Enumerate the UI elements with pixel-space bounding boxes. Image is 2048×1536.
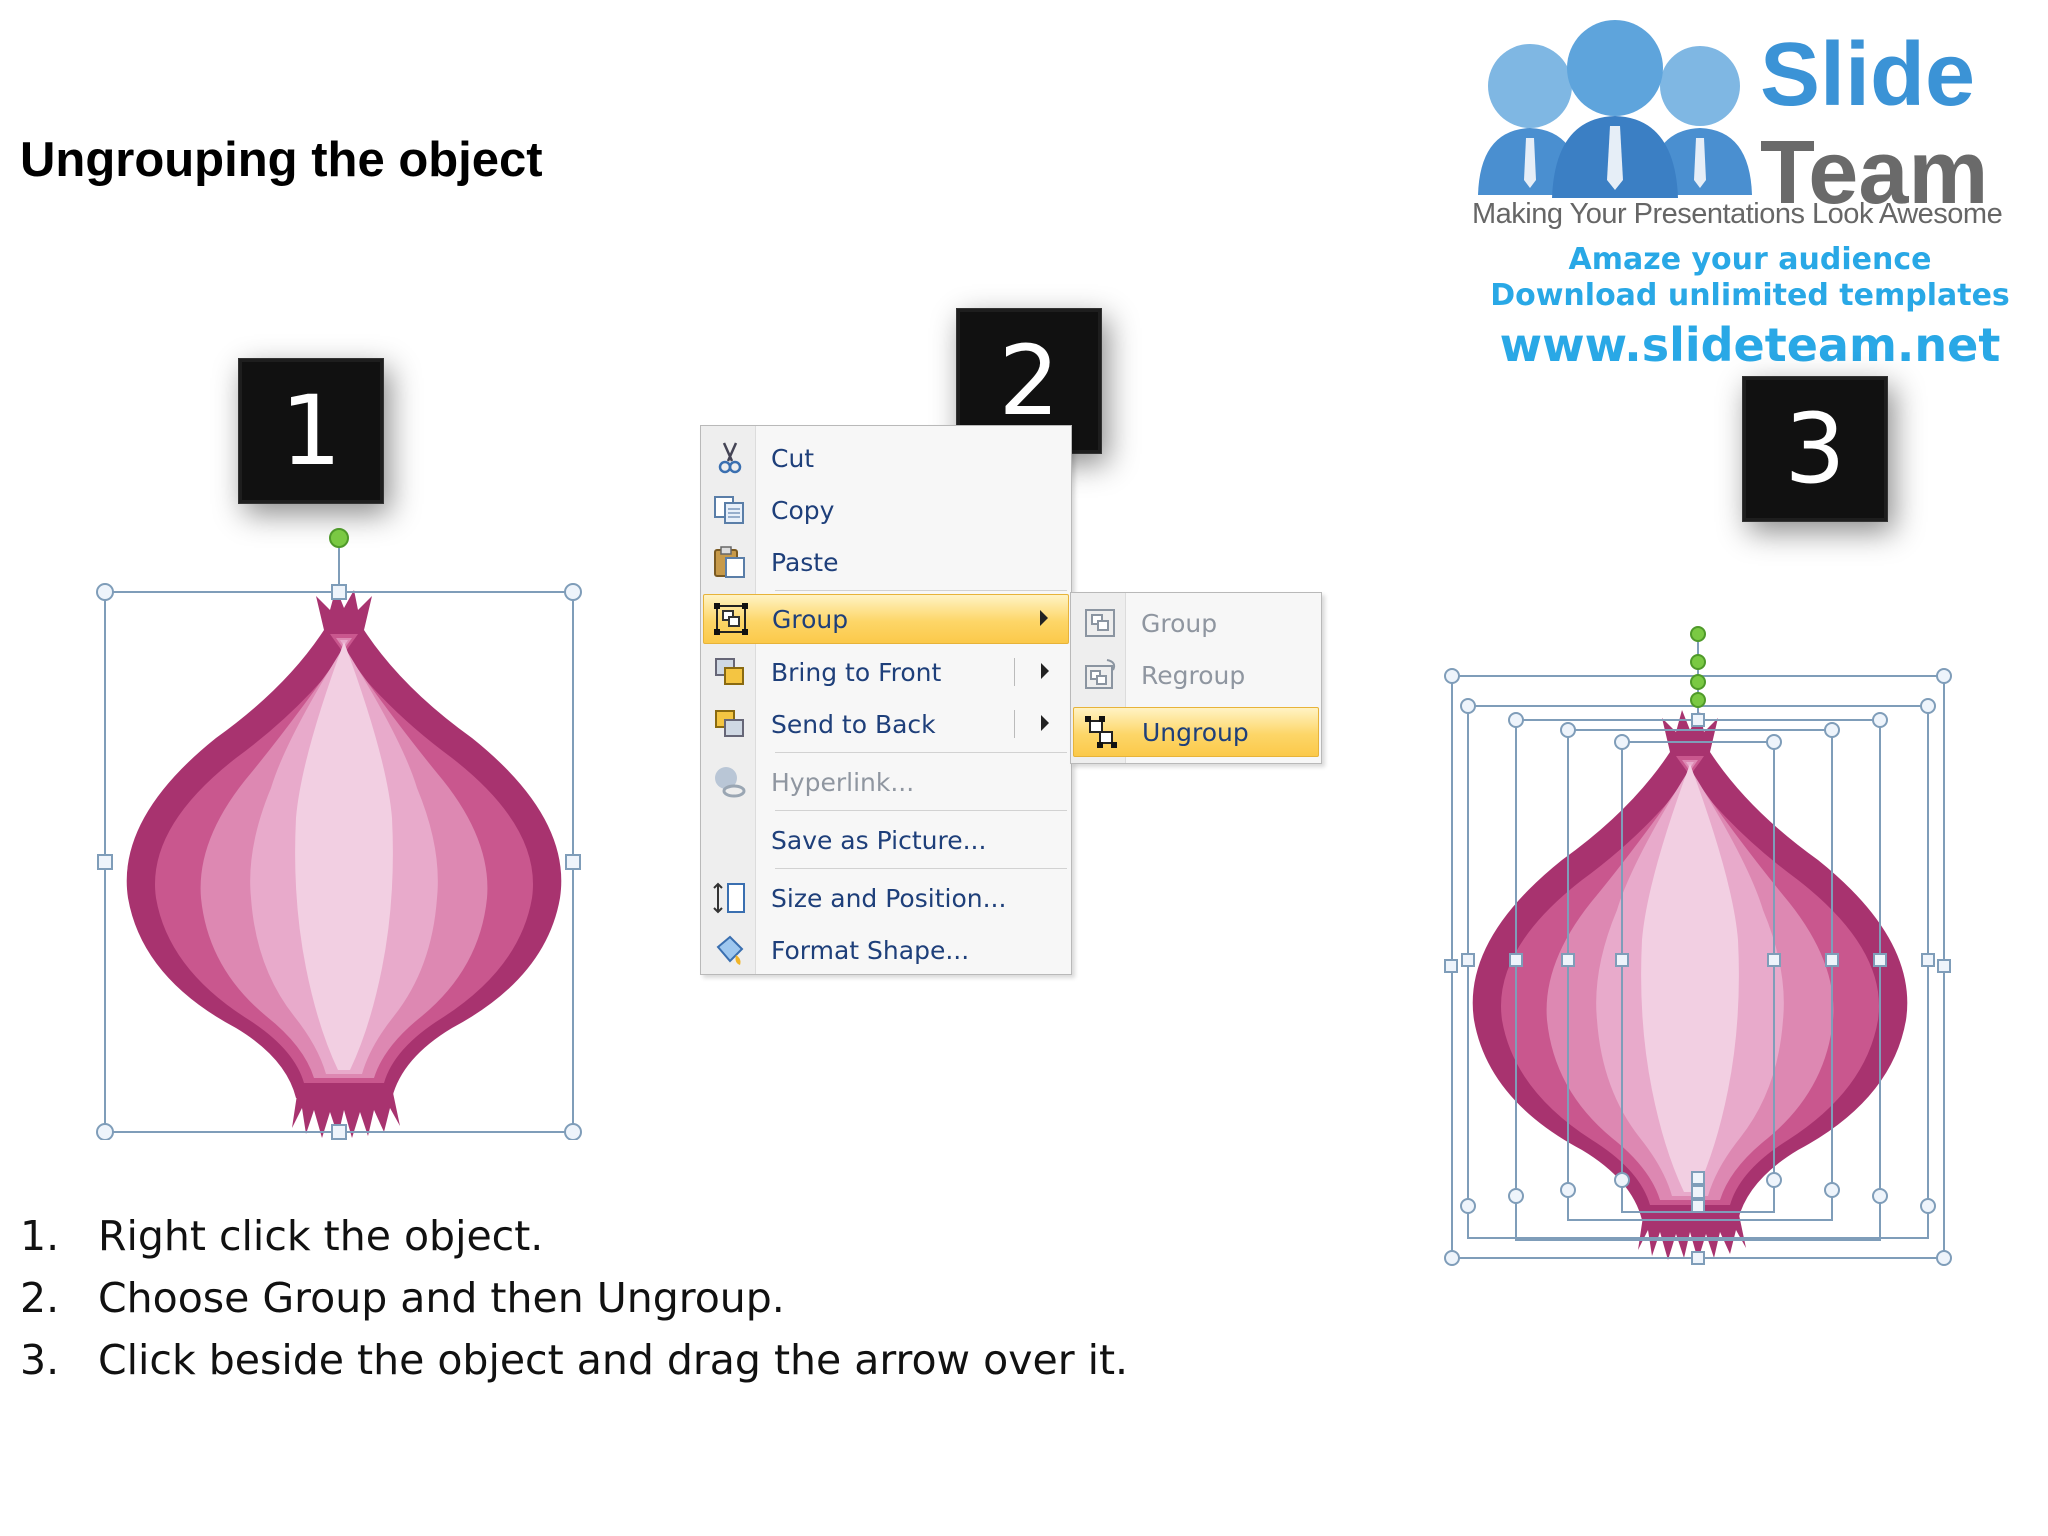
hyperlink-icon	[703, 758, 757, 806]
step-item: 2. Choose Group and then Ungroup.	[20, 1267, 1128, 1329]
ungroup-icon	[1074, 708, 1128, 756]
copy-icon	[703, 486, 757, 534]
menu-item-label: Paste	[771, 547, 839, 577]
menu-item-label: Copy	[771, 495, 835, 525]
menu-separator	[775, 752, 1067, 753]
menu-item-icon-placeholder	[703, 816, 757, 864]
onion-grouped-selection[interactable]	[90, 520, 590, 1140]
submenu-arrow-icon	[1040, 610, 1048, 626]
step-badge-3: 3	[1742, 376, 1888, 522]
menu-item-size-and-position[interactable]: Size and Position...	[703, 874, 1069, 922]
rotation-handle-icon[interactable]	[1690, 626, 1706, 708]
submenu-arrow-icon[interactable]	[1041, 715, 1049, 731]
menu-separator	[775, 590, 1067, 591]
menu-item-send-to-back[interactable]: Send to Back	[703, 700, 1069, 748]
step-text: Click beside the object and drag the arr…	[98, 1336, 1129, 1384]
menu-item-label: Size and Position...	[771, 883, 1007, 913]
menu-item-label: Send to Back	[771, 709, 936, 739]
menu-separator	[775, 810, 1067, 811]
menu-item-label: Bring to Front	[771, 657, 942, 687]
resize-handles[interactable]	[96, 583, 582, 1140]
send-to-back-icon	[703, 700, 757, 748]
step-number: 1.	[20, 1212, 60, 1260]
resize-handles[interactable]	[1444, 668, 1952, 1266]
submenu-item-regroup[interactable]: Regroup	[1073, 651, 1319, 699]
step-item: 3. Click beside the object and drag the …	[20, 1329, 1128, 1391]
slideteam-logo: Slide Team Making Your Presentations Loo…	[1470, 20, 2030, 380]
menu-item-label: Ungroup	[1142, 717, 1249, 747]
step-text: Right click the object.	[98, 1212, 544, 1260]
menu-item-hyperlink[interactable]: Hyperlink...	[703, 758, 1069, 806]
paste-icon	[703, 538, 757, 586]
instruction-steps: 1. Right click the object. 2. Choose Gro…	[20, 1205, 1128, 1391]
promo-line-2: Download unlimited templates	[1490, 278, 2010, 313]
promo-line-1: Amaze your audience	[1568, 242, 1932, 277]
step-text: Choose Group and then Ungroup.	[98, 1274, 785, 1322]
context-menu: Cut Copy Paste Group Bring to Front Send	[700, 425, 1072, 975]
slide-title: Ungrouping the object	[20, 133, 543, 187]
group-icon	[1073, 599, 1127, 647]
logo-brand-slide: Slide	[1760, 25, 1976, 125]
people-logo-icon	[1478, 20, 1752, 198]
bring-to-front-icon	[703, 648, 757, 696]
menu-item-label: Hyperlink...	[771, 767, 915, 797]
menu-item-bring-to-front[interactable]: Bring to Front	[703, 648, 1069, 696]
split-divider	[1014, 710, 1015, 738]
menu-item-label: Regroup	[1141, 660, 1246, 690]
menu-separator	[775, 868, 1067, 869]
scissors-icon	[703, 434, 757, 482]
step-badge-1: 1	[238, 358, 384, 504]
submenu-item-group[interactable]: Group	[1073, 599, 1319, 647]
menu-item-paste[interactable]: Paste	[703, 538, 1069, 586]
split-divider	[1014, 658, 1015, 686]
menu-item-save-as-picture[interactable]: Save as Picture...	[703, 816, 1069, 864]
menu-item-label: Save as Picture...	[771, 825, 987, 855]
regroup-icon	[1073, 651, 1127, 699]
onion-ungrouped-selection[interactable]	[1430, 620, 1970, 1270]
rotation-handle-icon[interactable]	[329, 528, 349, 548]
step-number: 2.	[20, 1274, 60, 1322]
group-submenu: Group Regroup Ungroup	[1070, 592, 1322, 764]
submenu-item-ungroup[interactable]: Ungroup	[1073, 707, 1319, 757]
menu-item-cut[interactable]: Cut	[703, 434, 1069, 482]
menu-item-group[interactable]: Group	[703, 594, 1069, 644]
submenu-arrow-icon[interactable]	[1041, 663, 1049, 679]
menu-item-label: Group	[1141, 608, 1218, 638]
promo-url[interactable]: www.slideteam.net	[1499, 318, 2001, 372]
group-icon	[704, 595, 758, 643]
onion-graphic	[1472, 710, 1908, 1260]
menu-item-label: Cut	[771, 443, 815, 473]
logo-tagline: Making Your Presentations Look Awesome	[1472, 198, 2003, 230]
step-item: 1. Right click the object.	[20, 1205, 1128, 1267]
logo-brand-team: Team	[1760, 123, 1989, 223]
menu-item-label: Group	[772, 604, 849, 634]
menu-item-label: Format Shape...	[771, 935, 970, 965]
onion-graphic	[126, 588, 562, 1138]
step-number: 3.	[20, 1336, 60, 1384]
menu-item-format-shape[interactable]: Format Shape...	[703, 926, 1069, 974]
format-shape-icon	[703, 926, 757, 974]
size-position-icon	[703, 874, 757, 922]
menu-item-copy[interactable]: Copy	[703, 486, 1069, 534]
